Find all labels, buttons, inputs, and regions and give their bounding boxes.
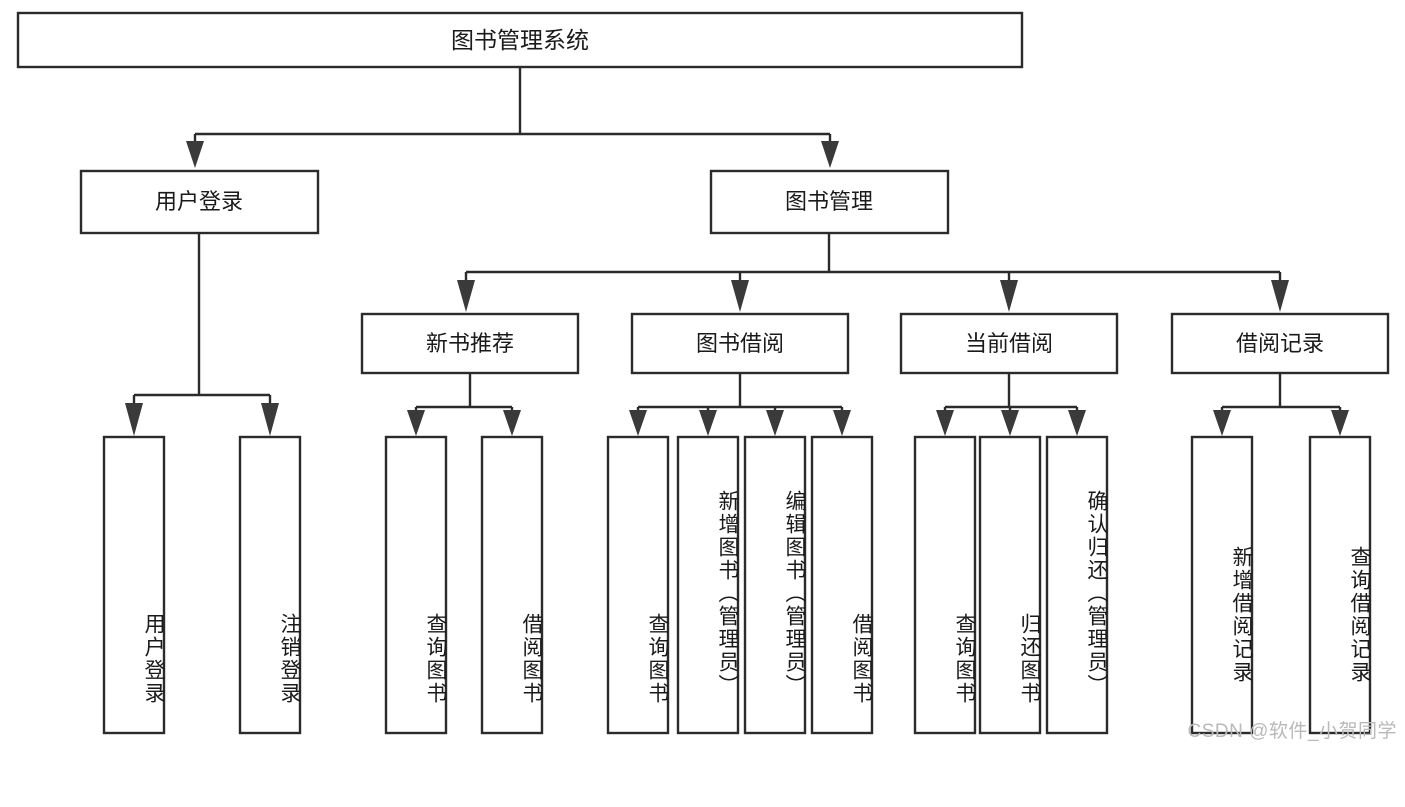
arrow-head-icon: [407, 410, 425, 436]
leaf-box-borrow-record-0[interactable]: [1190, 435, 1254, 735]
connector-borrow-record-leaves: [1213, 373, 1349, 436]
arrow-head-icon: [821, 141, 839, 168]
connector-book-borrow-leaves: [629, 373, 851, 436]
flowchart-canvas: 图书管理系统 用户登录 图书管理: [16, 11, 1397, 742]
leaf-box-current-borrow-0[interactable]: [913, 435, 977, 735]
arrow-head-icon: [731, 280, 749, 312]
leaf-box-book-borrow-0[interactable]: [606, 435, 670, 735]
node-current-borrow-label: 当前借阅: [965, 331, 1053, 356]
arrow-head-icon: [457, 280, 475, 312]
node-new-book-rec-box: [360, 312, 580, 375]
node-borrow-record[interactable]: 借阅记录: [1170, 312, 1390, 375]
leaf-box-user-login-0[interactable]: [102, 435, 166, 735]
connector-book-manage-bus: [457, 233, 1289, 312]
arrow-head-icon: [186, 141, 204, 168]
connector-root-bus: [186, 67, 839, 168]
leaf-box-book-borrow-1[interactable]: [676, 435, 740, 735]
node-root[interactable]: 图书管理系统: [16, 11, 1024, 69]
flowchart-svg: 图书管理系统 用户登录 图书管理: [16, 11, 1390, 735]
leaf-box-user-login-1[interactable]: [238, 435, 302, 735]
connector-current-borrow-leaves: [936, 373, 1086, 436]
node-book-borrow-label: 图书借阅: [696, 331, 784, 356]
node-user-login[interactable]: 用户登录: [79, 169, 320, 235]
arrow-head-icon: [699, 410, 717, 436]
node-new-book-rec[interactable]: 新书推荐: [360, 312, 580, 375]
node-user-login-label: 用户登录: [155, 189, 243, 214]
arrow-head-icon: [1000, 280, 1018, 312]
arrow-head-icon: [629, 410, 647, 436]
arrow-head-icon: [1213, 410, 1231, 436]
node-current-borrow-box: [899, 312, 1119, 375]
arrow-head-icon: [833, 410, 851, 436]
csdn-watermark: CSDN @软件_小贺同学: [1187, 721, 1397, 742]
connector-user-login-leaves: [125, 233, 279, 436]
leaf-box-current-borrow-1[interactable]: [978, 435, 1042, 735]
arrow-head-icon: [766, 410, 784, 436]
arrow-head-icon: [261, 403, 279, 436]
arrow-head-icon: [503, 410, 521, 436]
node-user-login-box: [79, 169, 320, 235]
node-book-manage[interactable]: 图书管理: [709, 169, 950, 235]
leaf-box-new-book-rec-1[interactable]: [480, 435, 544, 735]
arrow-head-icon: [1331, 410, 1349, 436]
node-new-book-rec-label: 新书推荐: [426, 331, 514, 356]
leaf-box-new-book-rec-0[interactable]: [384, 435, 448, 735]
node-book-borrow[interactable]: 图书借阅: [630, 312, 850, 375]
node-book-manage-label: 图书管理: [785, 189, 873, 214]
arrow-head-icon: [936, 410, 954, 436]
node-borrow-record-label: 借阅记录: [1236, 331, 1324, 356]
node-current-borrow[interactable]: 当前借阅: [899, 312, 1119, 375]
arrow-head-icon: [1068, 410, 1086, 436]
connector-new-book-rec-leaves: [407, 373, 521, 436]
node-root-label: 图书管理系统: [451, 27, 589, 53]
arrow-head-icon: [125, 403, 143, 436]
leaf-box-borrow-record-1[interactable]: [1308, 435, 1372, 735]
leaf-box-book-borrow-3[interactable]: [810, 435, 874, 735]
leaf-box-book-borrow-2[interactable]: [743, 435, 807, 735]
arrow-head-icon: [1271, 280, 1289, 312]
node-root-box: [16, 11, 1024, 69]
arrow-head-icon: [1001, 410, 1019, 436]
leaf-box-current-borrow-2[interactable]: [1045, 435, 1109, 735]
